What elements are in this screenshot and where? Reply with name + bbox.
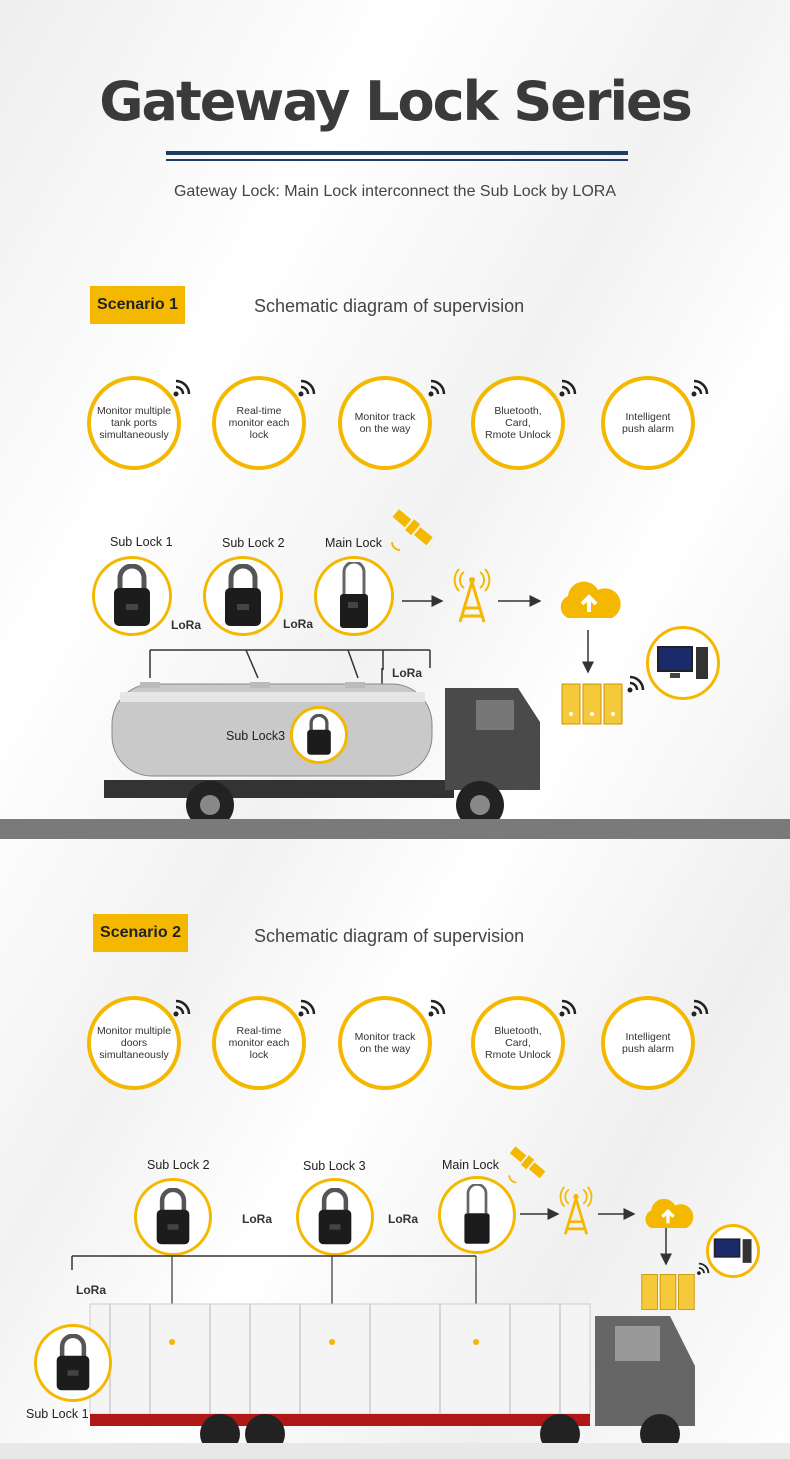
sub-lock-3-label: Sub Lock 3 (303, 1159, 366, 1173)
wifi-signal-icon (691, 379, 709, 397)
sub-lock-3-label: Sub Lock3 (226, 729, 286, 743)
computer-circle (646, 626, 720, 700)
sub-lock-1-label: Sub Lock 1 (26, 1407, 89, 1421)
feature-circle: Intelligent push alarm (601, 996, 695, 1090)
scenario-1-badge: Scenario 1 (90, 286, 185, 324)
sub-lock-3 (296, 1178, 374, 1256)
tower-icon (559, 1186, 593, 1235)
lora-label: LoRa (76, 1283, 106, 1297)
server-icon (561, 683, 623, 725)
padlock-icon (464, 1184, 490, 1244)
feature-circle: Monitor multiple tank ports simultaneous… (87, 376, 181, 470)
wifi-signal-icon (697, 1262, 710, 1275)
container-truck-icon (89, 1256, 695, 1454)
feature-circle: Real-time monitor each lock (212, 996, 306, 1090)
wifi-signal-icon (559, 999, 577, 1017)
page-title: Gateway Lock Series (99, 70, 693, 133)
scenario-2-badge: Scenario 2 (93, 914, 188, 952)
lora-label: LoRa (283, 617, 313, 631)
scenario-2-heading: Schematic diagram of supervision (254, 926, 525, 946)
wifi-signal-icon (298, 999, 316, 1017)
wifi-signal-icon (428, 379, 446, 397)
padlock-icon (56, 1334, 90, 1391)
sub-lock-1-label: Sub Lock 1 (110, 535, 173, 549)
padlock-icon (114, 564, 150, 626)
sub-lock-1 (34, 1324, 112, 1402)
computer-icon (657, 646, 708, 679)
feature-circle: Bluetooth, Card, Rmote Unlock (471, 996, 565, 1090)
sub-lock-2 (203, 556, 283, 636)
server-icon (641, 1274, 695, 1310)
wifi-signal-icon (298, 379, 316, 397)
cloud-upload-icon (645, 1198, 694, 1228)
computer-icon (713, 1238, 752, 1263)
feature-circle: Monitor track on the way (338, 376, 432, 470)
satellite-icon (508, 1146, 546, 1184)
wifi-signal-icon (173, 999, 191, 1017)
tower-icon (453, 568, 491, 623)
scenario-1-heading: Schematic diagram of supervision (254, 296, 525, 316)
main-lock-label: Main Lock (442, 1158, 499, 1172)
network-flow-arrows (402, 595, 594, 674)
feature-circle: Real-time monitor each lock (212, 376, 306, 470)
main-lock-label: Main Lock (325, 536, 382, 550)
sub-lock-1 (92, 556, 172, 636)
tanker-truck-icon (104, 649, 540, 829)
sub-lock-3 (290, 706, 348, 764)
lora-label: LoRa (392, 666, 422, 680)
sub-lock-2-label: Sub Lock 2 (222, 536, 285, 550)
sub-lock-2-label: Sub Lock 2 (147, 1158, 210, 1172)
title-rule-thin (166, 159, 628, 161)
wifi-signal-icon (173, 379, 191, 397)
padlock-icon (225, 564, 261, 626)
lora-label: LoRa (388, 1212, 418, 1226)
wifi-signal-icon (428, 999, 446, 1017)
satellite-icon (391, 509, 433, 551)
lora-label: LoRa (171, 618, 201, 632)
wifi-signal-icon (559, 379, 577, 397)
main-lock (314, 556, 394, 636)
feature-circle: Monitor multiple doors simultaneously (87, 996, 181, 1090)
page-subtitle: Gateway Lock: Main Lock interconnect the… (173, 183, 616, 200)
cloud-upload-icon (560, 581, 621, 618)
padlock-icon (340, 562, 368, 628)
wifi-signal-icon (627, 675, 645, 693)
sub-lock-2 (134, 1178, 212, 1256)
feature-circle: Bluetooth, Card, Rmote Unlock (471, 376, 565, 470)
main-lock (438, 1176, 516, 1254)
feature-circle: Monitor track on the way (338, 996, 432, 1090)
feature-circle: Intelligent push alarm (601, 376, 695, 470)
lora-label: LoRa (242, 1212, 272, 1226)
padlock-icon (156, 1188, 190, 1245)
network-flow-arrows (71, 1208, 672, 1270)
padlock-icon (307, 714, 331, 755)
road (0, 819, 790, 839)
wifi-signal-icon (691, 999, 709, 1017)
title-rule (166, 151, 628, 155)
padlock-icon (318, 1188, 352, 1245)
computer-circle (706, 1224, 760, 1278)
road (0, 1443, 790, 1459)
